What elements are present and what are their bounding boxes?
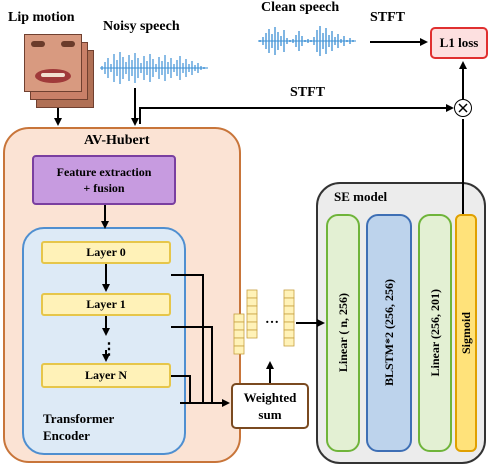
se-model-title: SE model	[334, 189, 388, 204]
av-hubert-title: AV-Hubert	[84, 133, 150, 148]
sigmoid-block: Sigmoid	[455, 214, 477, 452]
layer-n-block: Layer N	[41, 363, 171, 388]
feature-extraction-block: Feature extraction + fusion	[32, 155, 176, 205]
linear-output-block: Linear (256, 201)	[418, 214, 452, 452]
layer-0-label: Layer 0	[86, 245, 126, 259]
weighted-sum-box: Weighted sum	[231, 383, 309, 429]
l1-loss-label: L1 loss	[439, 35, 479, 50]
feature-extraction-label: Feature extraction + fusion	[56, 165, 152, 195]
noisy-speech-label: Noisy speech	[103, 19, 180, 34]
linear-input-block: Linear ( n, 256)	[326, 214, 360, 452]
clean-speech-label: Clean speech	[261, 0, 340, 15]
lip-motion-label: Lip motion	[8, 10, 75, 25]
feature-stack	[232, 288, 312, 360]
weighted-sum-label: Weighted sum	[243, 390, 297, 422]
layer-1-label: Layer 1	[86, 297, 126, 311]
transformer-encoder-label: Transformer Encoder	[43, 411, 115, 443]
l1-loss-box: L1 loss	[430, 27, 488, 59]
multiply-node: ⊗	[454, 99, 472, 117]
stft-top-label: STFT	[370, 10, 406, 25]
stft-mid-label: STFT	[290, 85, 326, 100]
layer-n-label: Layer N	[84, 368, 128, 382]
clean-speech-waveform	[258, 26, 356, 56]
layer-0-block: Layer 0	[41, 241, 171, 264]
transformer-encoder-block	[22, 227, 186, 455]
noisy-speech-waveform	[100, 52, 208, 84]
layer-1-block: Layer 1	[41, 293, 171, 316]
lip-motion-image	[24, 34, 96, 108]
blstm-block: BLSTM*2 (256, 256)	[366, 214, 412, 452]
features-ellipsis: …	[265, 312, 279, 327]
